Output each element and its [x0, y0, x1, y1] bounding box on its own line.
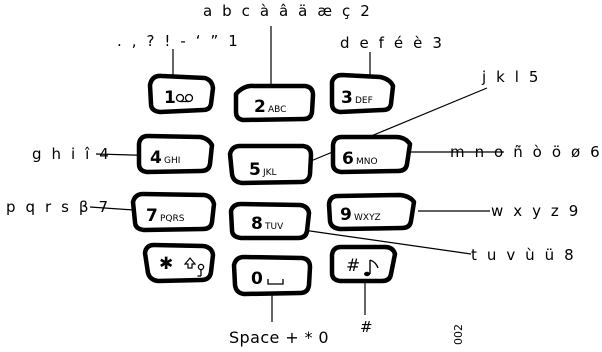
key-9[interactable]: 9 WXYZ: [326, 192, 417, 232]
key-7[interactable]: 7 PQRS: [130, 191, 217, 233]
key-2-digit: 2: [254, 97, 266, 117]
key-8[interactable]: 8 TUV: [228, 201, 312, 241]
key-8-letters: TUV: [264, 222, 284, 232]
key-star[interactable]: ✱: [142, 242, 216, 284]
key-5[interactable]: 5 JKL: [227, 143, 314, 186]
label-key6: m n o ñ ò ö ø 6: [450, 143, 602, 161]
key-hash-symbol: #: [346, 256, 360, 276]
key-1[interactable]: 1: [147, 73, 216, 115]
label-key1: . , ? ! - ‘ ” 1: [117, 32, 241, 50]
key-3-digit: 3: [341, 88, 353, 108]
key-9-digit: 9: [340, 205, 352, 225]
shift-key-icon: [183, 257, 197, 269]
voicemail-icon: [175, 93, 194, 103]
key-star-symbol: ✱: [159, 254, 173, 274]
key-2[interactable]: 2 ABC: [233, 83, 316, 123]
key-7-digit: 7: [146, 206, 158, 226]
label-key5: j k l 5: [482, 68, 542, 86]
key-5-digit: 5: [249, 160, 261, 180]
key-4-digit: 4: [150, 148, 162, 168]
label-key3: d e f é è 3: [340, 34, 445, 52]
label-key2: a b c à â ä æ ç 2: [203, 2, 373, 20]
key-6-digit: 6: [342, 149, 354, 169]
key-7-letters: PQRS: [160, 214, 185, 224]
space-icon: [267, 279, 284, 285]
label-key8: t u v ù ü 8: [471, 246, 577, 264]
key-4[interactable]: 4 GHI: [136, 133, 215, 175]
label-hash: #: [360, 318, 373, 336]
key-0[interactable]: 0: [231, 254, 313, 297]
label-key7: p q r s β 7: [6, 198, 111, 216]
label-key4: g h i î 4: [32, 145, 112, 163]
key-6-letters: MNO: [356, 157, 378, 167]
key-5-letters: JKL: [262, 168, 277, 178]
label-key9: w x y z 9: [491, 202, 581, 220]
music-note-icon: [364, 259, 379, 277]
key-3-letters: DEF: [355, 96, 373, 106]
key-1-digit: 1: [164, 88, 176, 108]
key-8-digit: 8: [251, 214, 263, 234]
key-lock-icon: [197, 263, 205, 277]
key-3[interactable]: 3 DEF: [329, 72, 396, 115]
label-key0: Space + * 0: [229, 328, 330, 347]
key-0-digit: 0: [251, 269, 263, 289]
leader-key5: [293, 87, 488, 169]
leader-lines: [89, 26, 504, 322]
key-2-letters: ABC: [268, 105, 286, 115]
key-4-letters: GHI: [164, 156, 180, 166]
figure-code: 002: [452, 324, 465, 345]
key-6[interactable]: 6 MNO: [330, 134, 413, 175]
key-hash[interactable]: #: [329, 244, 398, 284]
key-9-letters: WXYZ: [354, 213, 381, 223]
